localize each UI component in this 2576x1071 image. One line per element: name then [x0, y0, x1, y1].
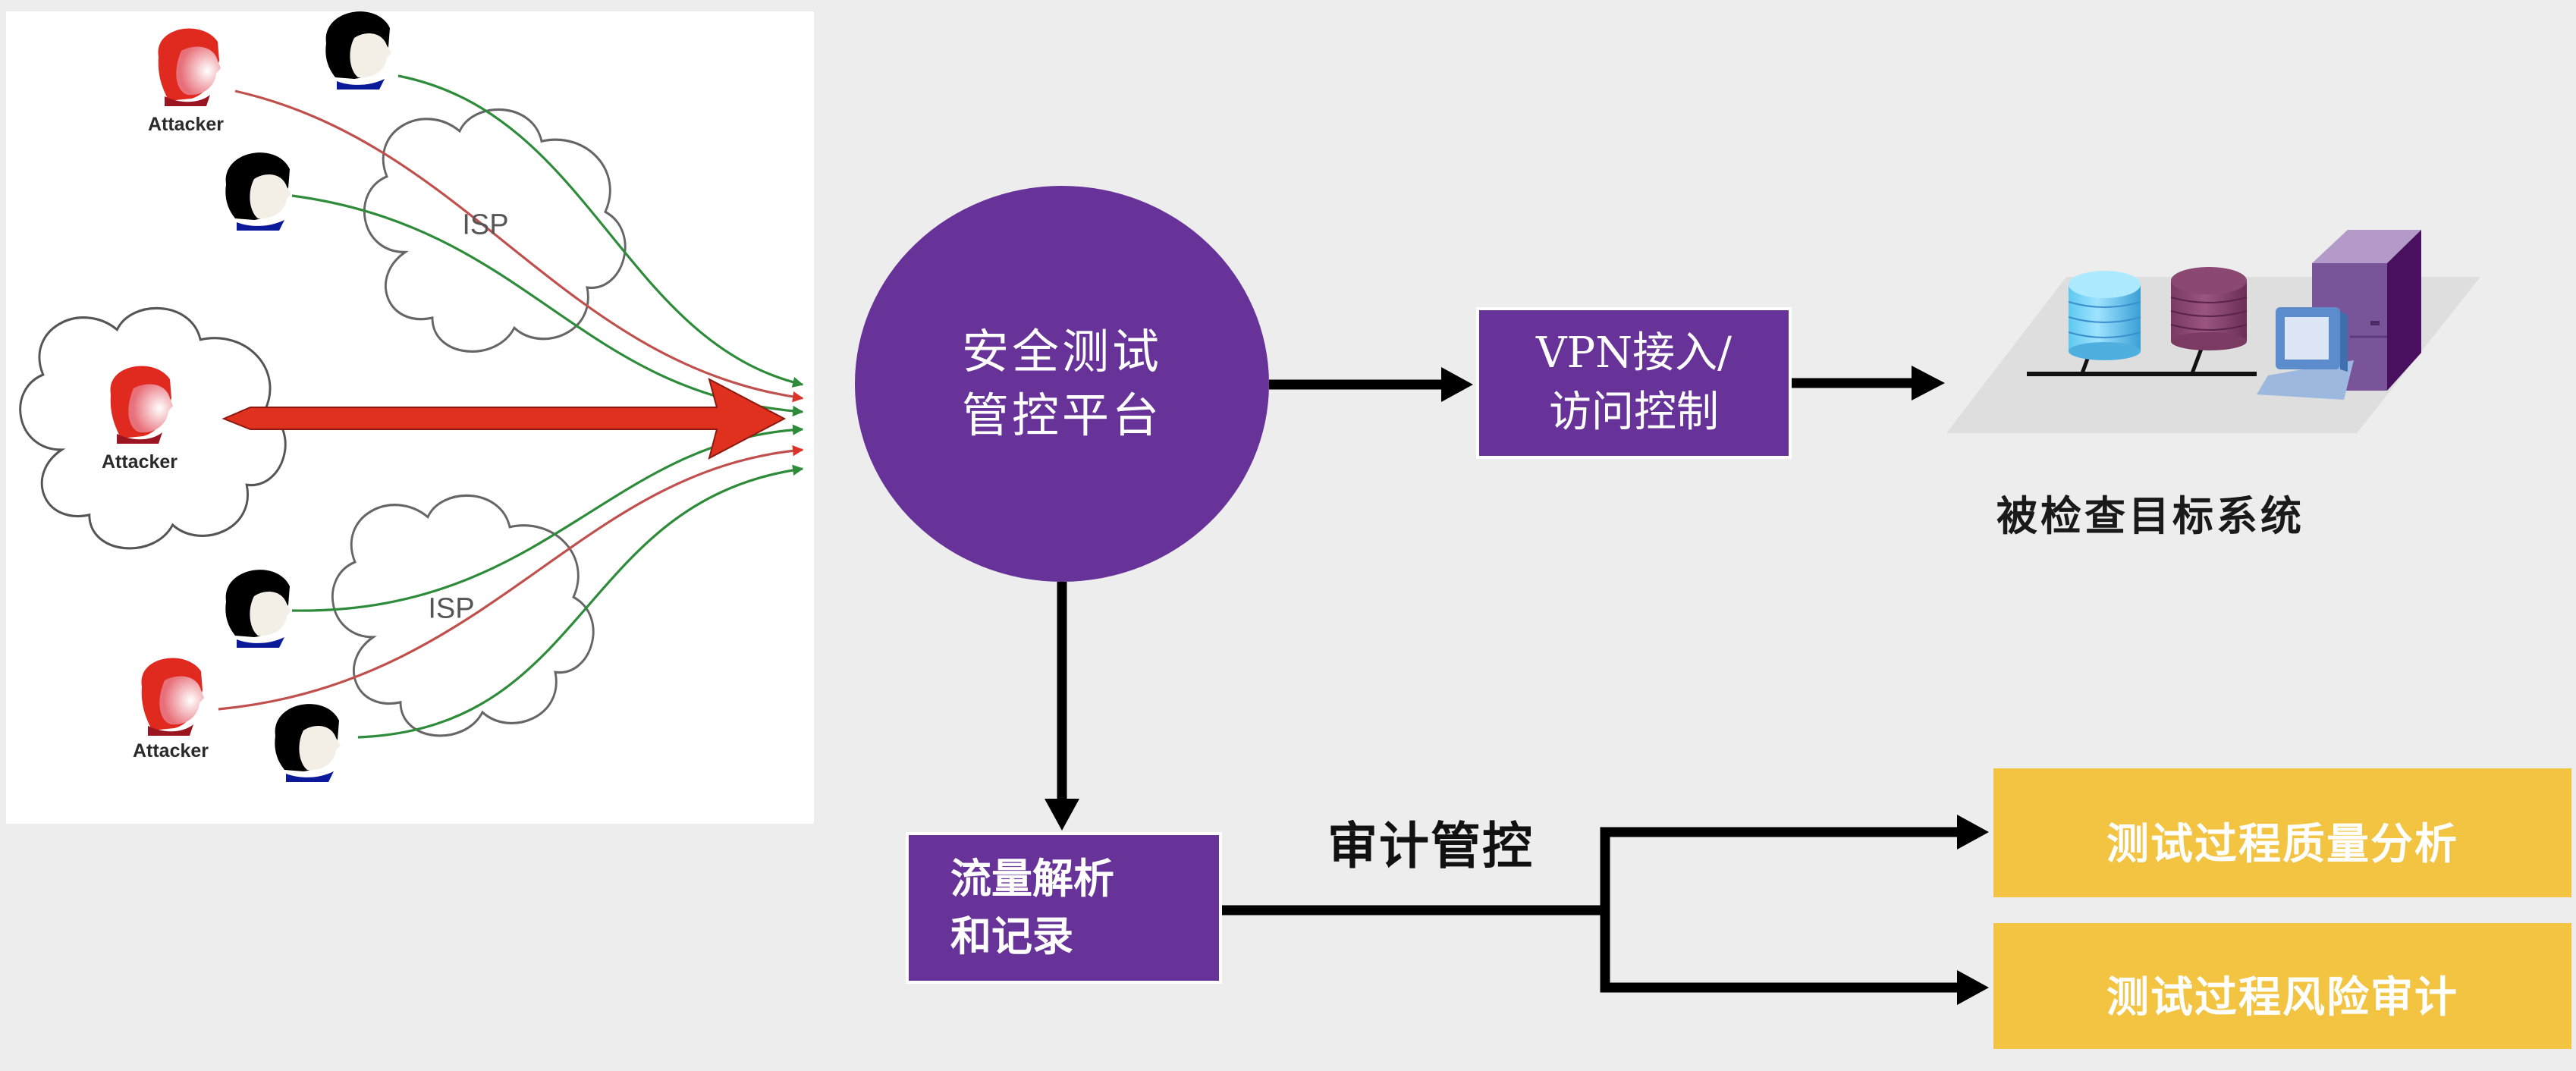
risk-audit-node[interactable]: 测试过程风险审计: [1993, 923, 2571, 1049]
attacker-traffic-line: [218, 445, 804, 711]
attacker-label: Attacker: [132, 740, 209, 762]
traffic-analysis-node[interactable]: 流量解析 和记录: [906, 832, 1222, 984]
traffic-label-line2: 和记录: [950, 912, 1073, 960]
user-head-icon: [325, 11, 391, 90]
arrowhead-icon: [1957, 815, 1989, 850]
isp-label: ISP: [428, 592, 475, 625]
user-traffic-line: [397, 74, 804, 388]
traffic-label-line1: 流量解析: [950, 855, 1114, 903]
database-blue-icon: [2068, 271, 2141, 360]
platform-label-line1: 安全测试: [961, 324, 1162, 379]
arrowhead-icon: [1045, 799, 1079, 831]
user-traffic-line: [357, 464, 804, 739]
audit-control-label: 审计管控: [1327, 817, 1534, 875]
attacker-traffic-line: [234, 90, 804, 403]
attacker-label: Attacker: [101, 451, 178, 473]
attacker-head-icon: [141, 658, 204, 736]
security-test-platform-node[interactable]: 安全测试 管控平台: [855, 186, 1269, 582]
quality-analysis-label: 测试过程质量分析: [2106, 819, 2458, 869]
platform-label-line2: 管控平台: [961, 388, 1162, 443]
database-maroon-icon: [2170, 267, 2248, 350]
user-head-icon: [275, 704, 341, 782]
user-head-icon: [225, 570, 291, 648]
isp-label: ISP: [462, 209, 509, 241]
attacker-head-icon: [110, 366, 173, 444]
target-system-illustration: [1946, 230, 2480, 433]
vpn-label-line1: VPN接入/: [1536, 328, 1732, 378]
arrowhead-icon: [1441, 367, 1473, 402]
attacker-label: Attacker: [147, 114, 225, 135]
arrowhead-icon: [1957, 970, 1989, 1005]
attacker-head-icon: [158, 28, 221, 106]
vpn-access-control-node[interactable]: VPN接入/ 访问控制: [1476, 307, 1792, 459]
vpn-label-line2: 访问控制: [1549, 388, 1719, 437]
risk-audit-label: 测试过程风险审计: [2106, 972, 2458, 1022]
audit-branch-connector: [1600, 827, 1961, 993]
isp-cloud-upper: [363, 108, 627, 353]
user-head-icon: [225, 152, 291, 231]
arrowhead-icon: [1912, 366, 1945, 400]
quality-analysis-node[interactable]: 测试过程质量分析: [1993, 768, 2571, 897]
main-attack-arrow: [221, 378, 787, 460]
target-system-label: 被检查目标系统: [1996, 492, 2304, 540]
workstation-icon: [2257, 307, 2354, 400]
